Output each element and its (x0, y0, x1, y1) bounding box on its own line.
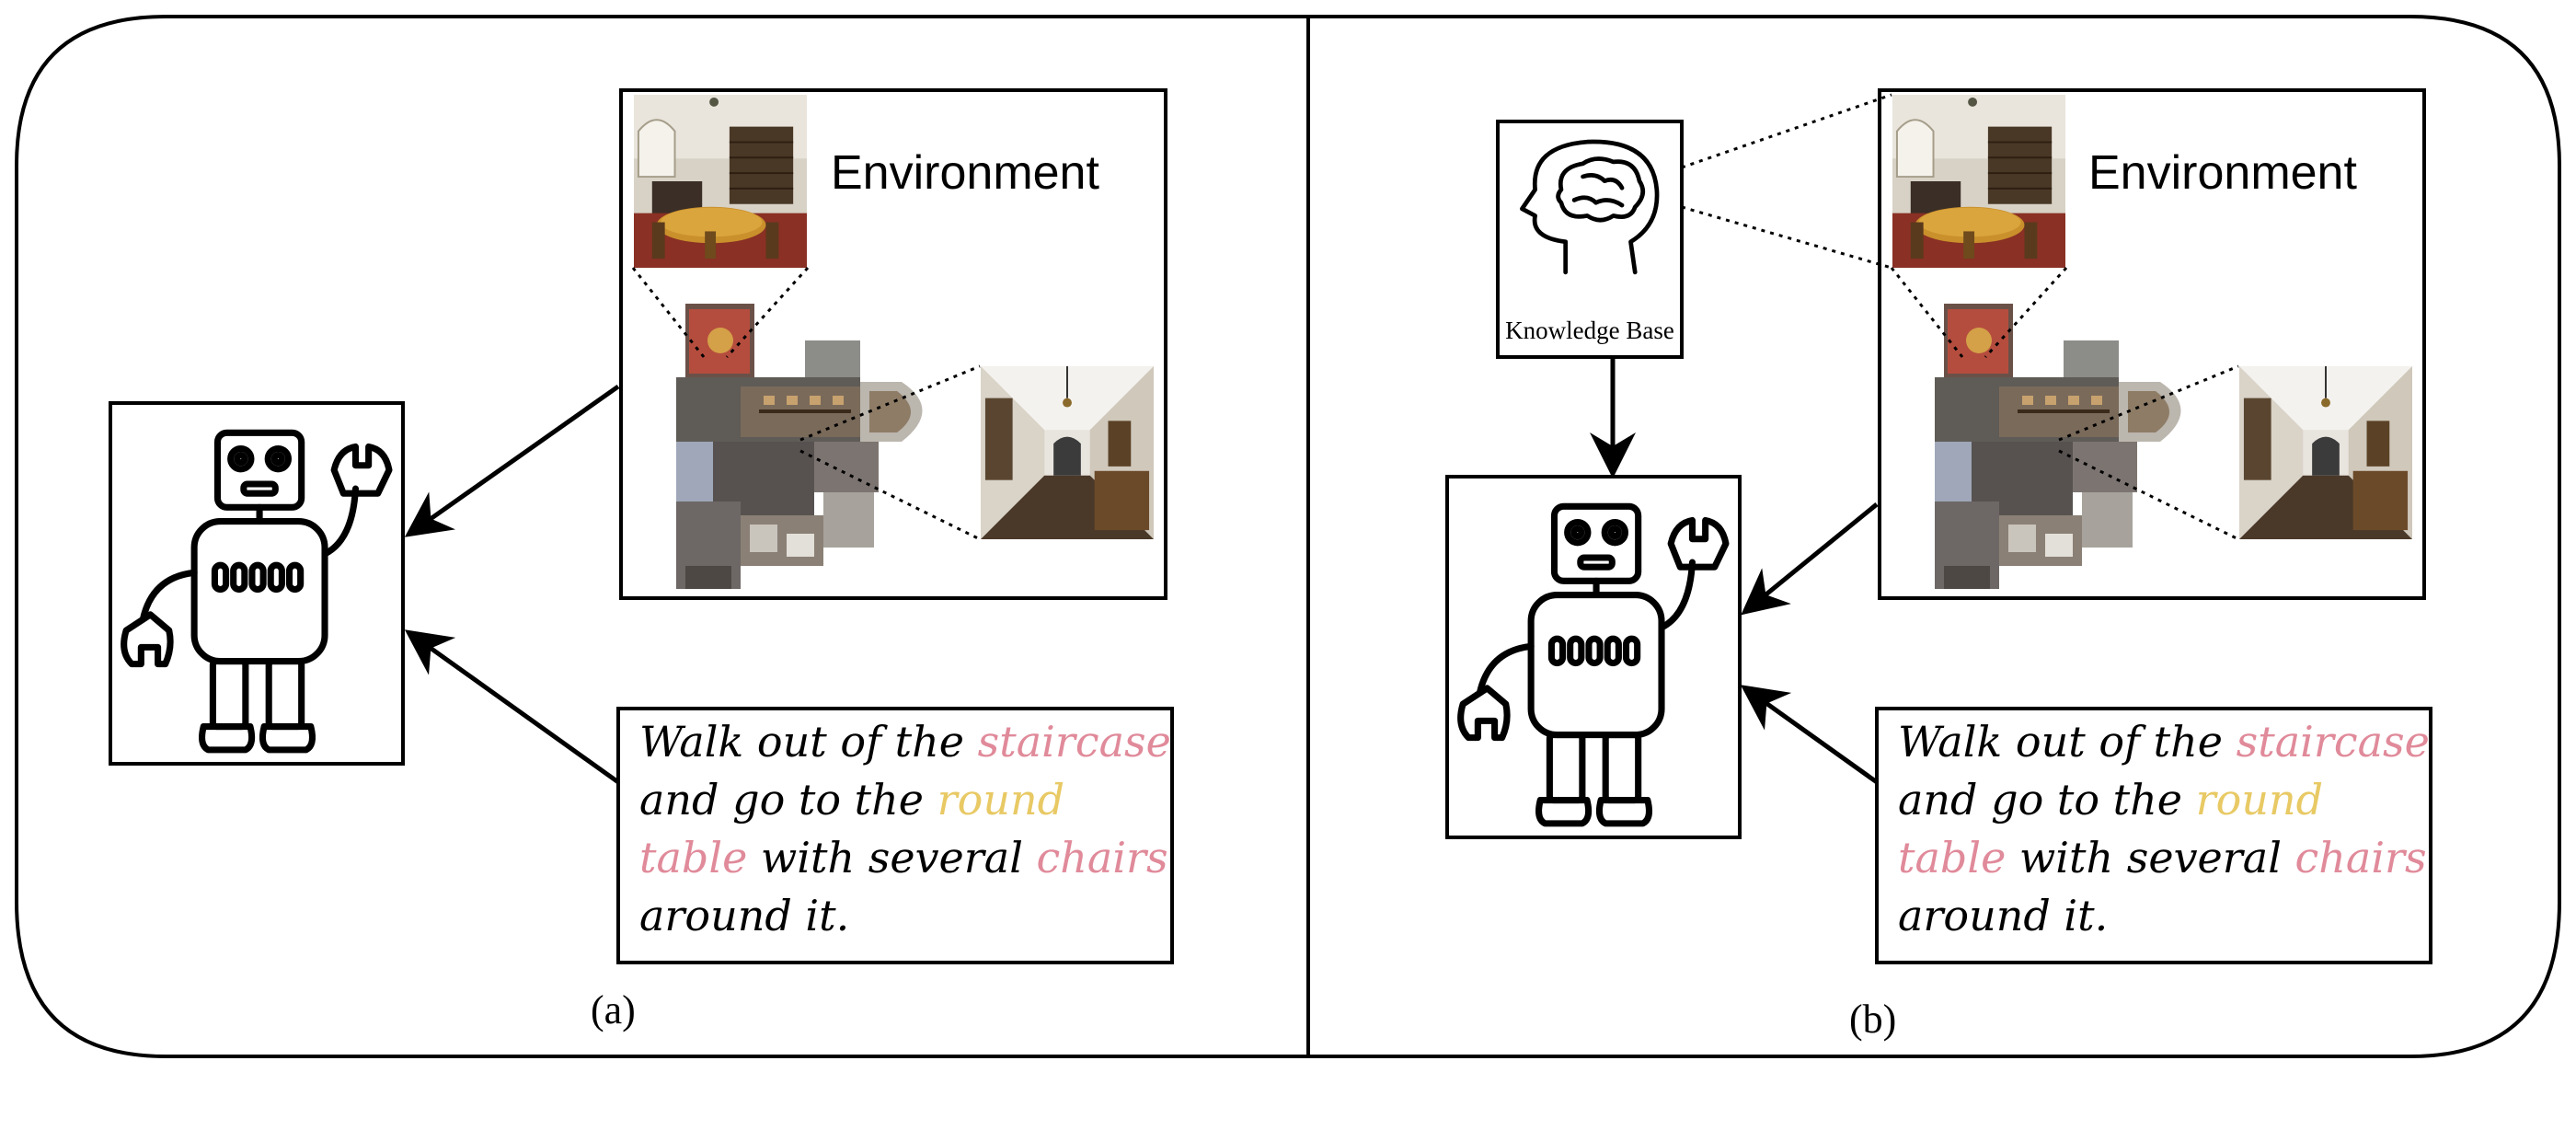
floor-plan-map (676, 304, 952, 589)
panel-a: Environment Walk out of the staircase and… (109, 88, 1174, 1032)
room-photo (1892, 95, 2066, 268)
instruction-text-b: Walk out of the staircase and go to the r… (1898, 717, 2430, 940)
environment-box-b: Environment (1878, 88, 2426, 600)
instruction-segment: around it. (639, 891, 849, 940)
knowledge-link-lines (1681, 93, 1892, 270)
instruction-segment: with several (2006, 833, 2294, 882)
agent-box-b (1445, 475, 1742, 839)
agent-box-a (109, 401, 405, 766)
instruction-box-b (1875, 707, 2432, 964)
environment-box-a: Environment (619, 88, 1167, 600)
arrow-instruction-to-agent (1740, 685, 1879, 785)
highlighted-word: chairs (1037, 833, 1168, 882)
highlighted-word: chairs (2295, 833, 2427, 882)
highlighted-word: table (1898, 833, 2006, 882)
highlighted-word: table (639, 833, 747, 882)
environment-title: Environment (831, 146, 1099, 200)
floor-plan-map (1935, 304, 2211, 589)
highlighted-word: staircase (978, 717, 1171, 767)
instruction-segment: around it. (1898, 891, 2108, 940)
room-photo (980, 366, 1155, 539)
panel-label-b: (b) (1849, 997, 1896, 1042)
instruction-text-a: Walk out of the staircase and go to the r… (639, 717, 1171, 940)
knowledge-base-label: Knowledge Base (1505, 317, 1674, 344)
environment-title: Environment (2088, 146, 2357, 200)
instruction-segment: with several (747, 833, 1036, 882)
instruction-segment: and go to the (639, 775, 937, 824)
highlighted-word: round (2196, 775, 2323, 824)
panel-b: Knowledge Base Environment Walk ou (1445, 88, 2432, 1042)
highlighted-word: staircase (2237, 717, 2430, 767)
room-photo (2238, 366, 2413, 539)
arrow-instruction-to-agent (404, 629, 620, 785)
arrow-environment-to-agent (404, 384, 620, 537)
outer-frame (15, 15, 2561, 1058)
zoom-lines (1890, 266, 2239, 541)
knowledge-base-box: Knowledge Base (1496, 120, 1684, 359)
instruction-segment: and go to the (1898, 775, 2196, 824)
instruction-segment: Walk out of the (639, 717, 978, 767)
instruction-segment: Walk out of the (1898, 717, 2237, 767)
instruction-box-a (616, 707, 1174, 964)
arrow-environment-to-agent (1741, 502, 1879, 616)
highlighted-word: round (937, 775, 1064, 824)
panel-label-a: (a) (591, 987, 636, 1032)
zoom-lines (631, 266, 981, 541)
room-photo (633, 95, 808, 268)
